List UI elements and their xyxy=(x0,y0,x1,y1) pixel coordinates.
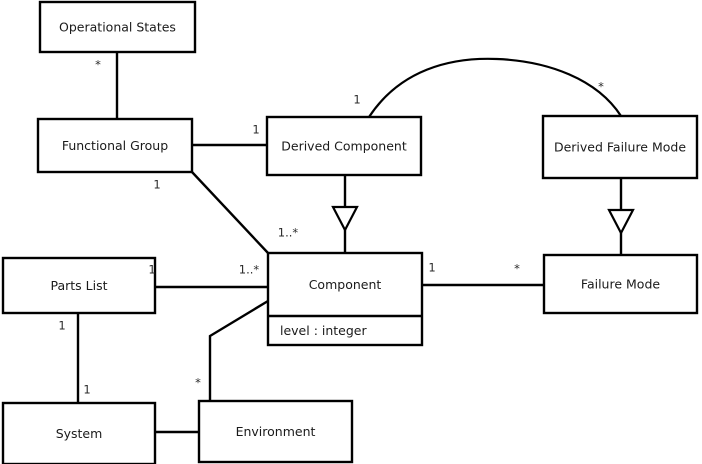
class-box-operational-states[interactable]: Operational States xyxy=(38,0,197,54)
generalization-triangle-icon xyxy=(607,208,635,236)
multiplicity-label: 1 xyxy=(353,93,360,107)
class-name-label: Parts List xyxy=(50,278,107,293)
association-functional-group--component[interactable] xyxy=(191,171,269,254)
multiplicity-label: 1 xyxy=(83,383,90,397)
association-derived-component--derived-failure-mode[interactable] xyxy=(368,57,622,118)
class-box-outline xyxy=(36,117,194,174)
generalization-triangle-icon xyxy=(331,205,359,233)
association-line xyxy=(191,171,269,254)
multiplicity-label: * xyxy=(598,80,604,94)
class-box-failure-mode[interactable]: Failure Mode xyxy=(542,253,699,315)
multiplicity-label: 1..* xyxy=(239,263,260,277)
class-box-outline xyxy=(265,115,423,177)
class-box-outline xyxy=(38,0,197,54)
association-derived-component--component[interactable] xyxy=(331,175,359,253)
class-box-environment[interactable]: Environment xyxy=(197,399,354,464)
class-name-label: Failure Mode xyxy=(581,277,660,292)
class-name-label: System xyxy=(56,426,103,441)
class-box-parts-list[interactable]: Parts List xyxy=(1,256,157,315)
association-derived-failure-mode--failure-mode[interactable] xyxy=(607,178,635,255)
class-box-outline xyxy=(266,251,424,347)
class-box-outline xyxy=(1,401,157,464)
association-line xyxy=(208,299,269,401)
class-name-label: Operational States xyxy=(59,20,176,35)
class-name-label: Functional Group xyxy=(62,138,168,153)
class-box-outline xyxy=(1,256,157,315)
multiplicity-label: 1 xyxy=(252,123,259,137)
class-name-label: Derived Component xyxy=(281,139,407,154)
labels-layer: * 1 1 1..* 1 * 1 1..* 1 * 1 1 * xyxy=(58,58,604,397)
multiplicity-label: 1 xyxy=(58,319,65,333)
multiplicity-label: 1..* xyxy=(278,226,299,240)
class-box-outline xyxy=(542,253,699,315)
class-box-system[interactable]: System xyxy=(1,401,157,464)
multiplicity-label: * xyxy=(95,58,101,72)
class-name-label: Component xyxy=(309,277,382,292)
class-box-component[interactable]: Component level : integer xyxy=(266,251,424,347)
class-box-derived-failure-mode[interactable]: Derived Failure Mode xyxy=(541,114,699,180)
multiplicity-label: * xyxy=(195,376,201,390)
multiplicity-label: 1 xyxy=(153,178,160,192)
multiplicity-label: 1 xyxy=(428,261,435,275)
associations-layer xyxy=(76,52,635,434)
class-box-derived-component[interactable]: Derived Component xyxy=(265,115,423,177)
class-box-outline xyxy=(541,114,699,180)
multiplicity-label: 1 xyxy=(148,263,155,277)
multiplicity-label: * xyxy=(514,262,520,276)
class-name-label: Derived Failure Mode xyxy=(554,140,686,155)
class-box-functional-group[interactable]: Functional Group xyxy=(36,117,194,174)
association-line xyxy=(368,57,622,118)
class-attribute-label: level : integer xyxy=(280,323,367,338)
association-environment--component[interactable] xyxy=(208,299,269,401)
class-name-label: Environment xyxy=(236,424,316,439)
class-box-outline xyxy=(197,399,354,464)
